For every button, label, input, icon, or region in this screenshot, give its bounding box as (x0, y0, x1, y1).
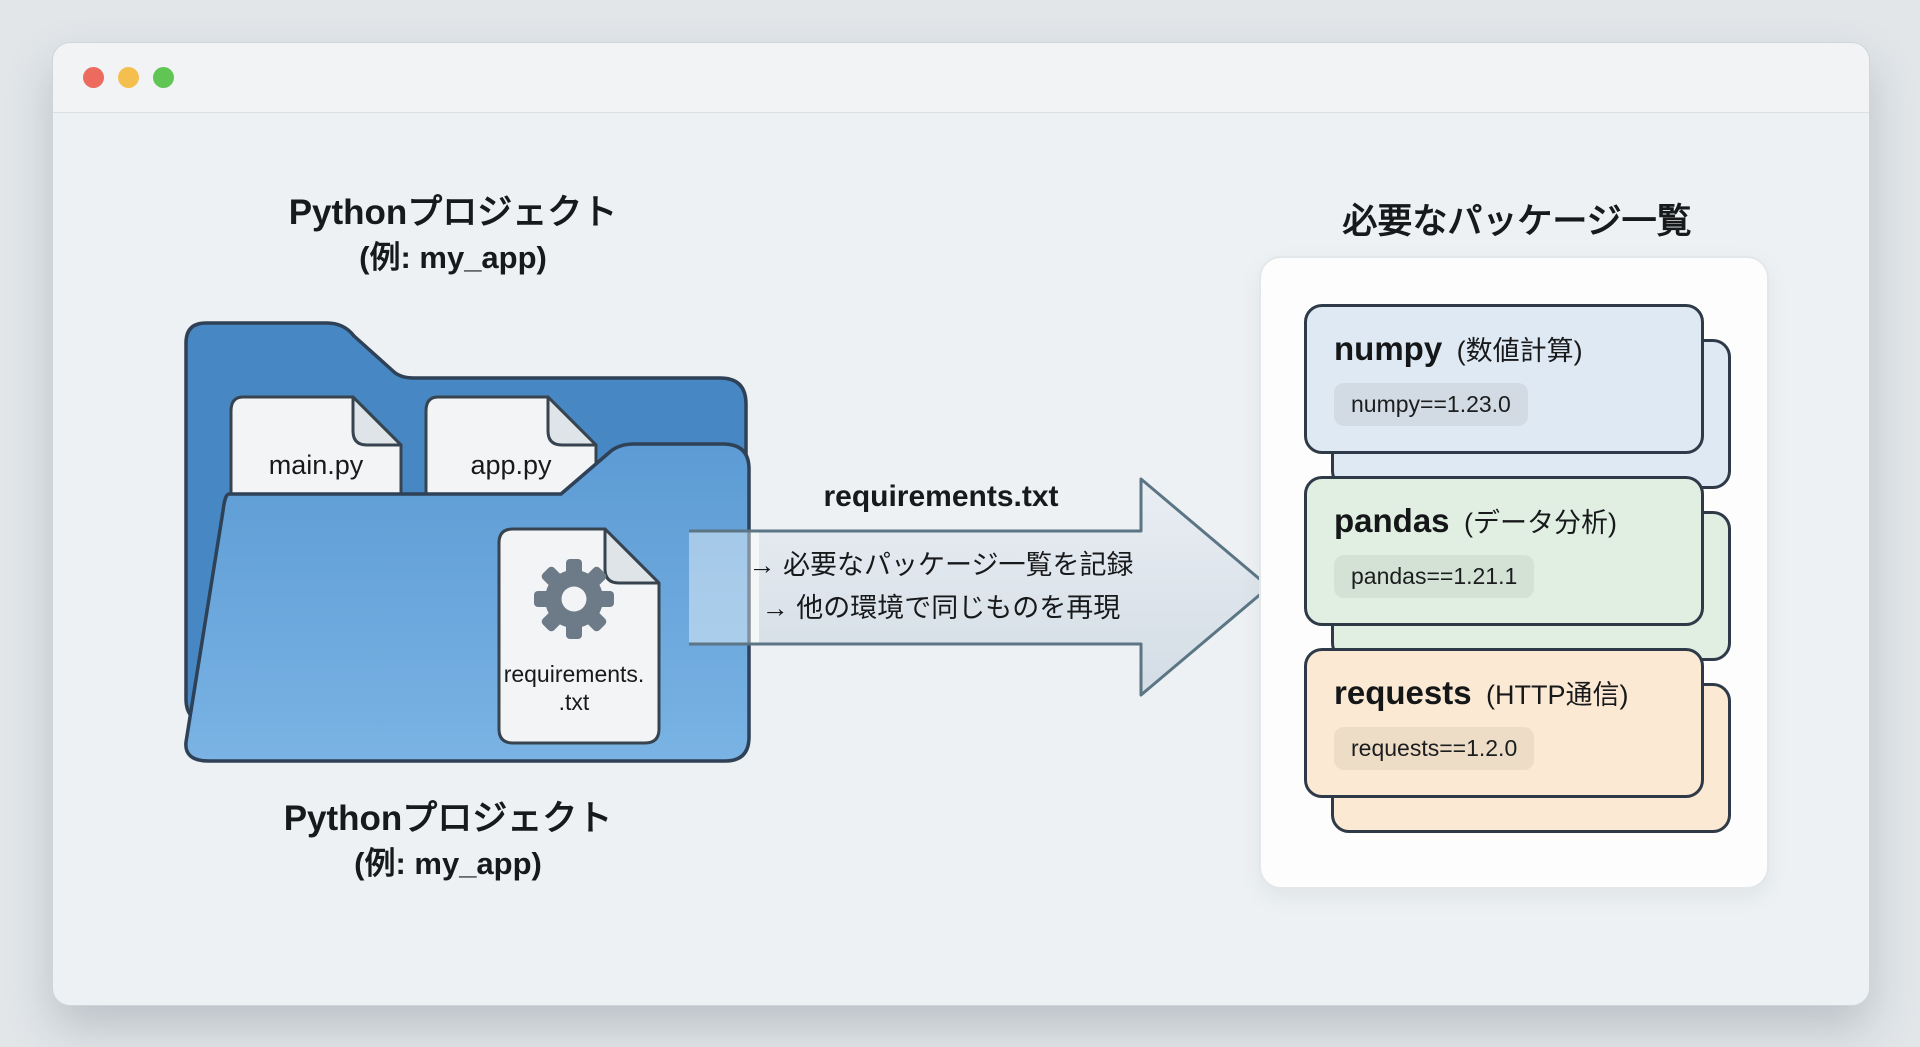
file-fold-corner-icon (603, 527, 661, 585)
package-description: (数値計算) (1456, 336, 1583, 366)
file-fold-corner-icon (546, 395, 598, 447)
package-pin-badge: requests==1.2.0 (1334, 727, 1535, 770)
app-window: Pythonプロジェクト (例: my_app) main.py app.py (52, 42, 1870, 1006)
project-title-top-line2: (例: my_app) (359, 240, 547, 275)
file-app-py-label: app.py (470, 450, 552, 480)
package-pin-badge: numpy==1.23.0 (1334, 383, 1528, 426)
arrow-note-line2: → 他の環境で同じものを再現 (761, 593, 1121, 623)
minimize-button[interactable] (118, 67, 139, 88)
arrow-note-line1: → 必要なパッケージ一覧を記録 (748, 550, 1134, 580)
file-requirements-txt: requirements. .txt (497, 527, 661, 745)
project-title-top: Pythonプロジェクト (例: my_app) (203, 189, 703, 280)
project-folder-illustration: main.py app.py (184, 321, 751, 763)
package-name: requests (1334, 674, 1472, 711)
file-fold-corner-icon (351, 395, 403, 447)
close-button[interactable] (83, 67, 104, 88)
package-card-pandas: pandas (データ分析) pandas==1.21.1 (1304, 476, 1704, 626)
package-card-requests: requests (HTTP通信) requests==1.2.0 (1304, 648, 1704, 798)
arrow-title: requirements.txt (823, 480, 1059, 513)
package-card-numpy: numpy (数値計算) numpy==1.23.0 (1304, 304, 1704, 454)
arrow-band-borders (689, 529, 759, 646)
file-requirements-label-line2: .txt (559, 689, 590, 715)
package-name: pandas (1334, 502, 1450, 539)
project-title-bottom-line1: Pythonプロジェクト (283, 799, 613, 838)
package-name: numpy (1334, 330, 1443, 367)
window-titlebar (53, 43, 1869, 113)
project-title-bottom-line2: (例: my_app) (354, 846, 542, 881)
arrow-notes: → 必要なパッケージ一覧を記録 → 他の環境で同じものを再現 (701, 544, 1181, 630)
packages-panel: numpy (数値計算) numpy==1.23.0 pandas (データ分析… (1259, 256, 1769, 889)
package-description: (HTTP通信) (1486, 680, 1629, 710)
file-main-py-label: main.py (269, 450, 364, 480)
project-title-top-line1: Pythonプロジェクト (288, 193, 618, 232)
package-pin-badge: pandas==1.21.1 (1334, 555, 1535, 598)
packages-panel-title: 必要なパッケージ一覧 (1342, 202, 1692, 241)
gear-icon (534, 559, 614, 639)
arrow-overlap-band (689, 531, 759, 644)
file-requirements-label-line1: requirements. (504, 661, 645, 687)
project-title-bottom: Pythonプロジェクト (例: my_app) (198, 795, 698, 886)
zoom-button[interactable] (153, 67, 174, 88)
package-description: (データ分析) (1464, 508, 1617, 538)
